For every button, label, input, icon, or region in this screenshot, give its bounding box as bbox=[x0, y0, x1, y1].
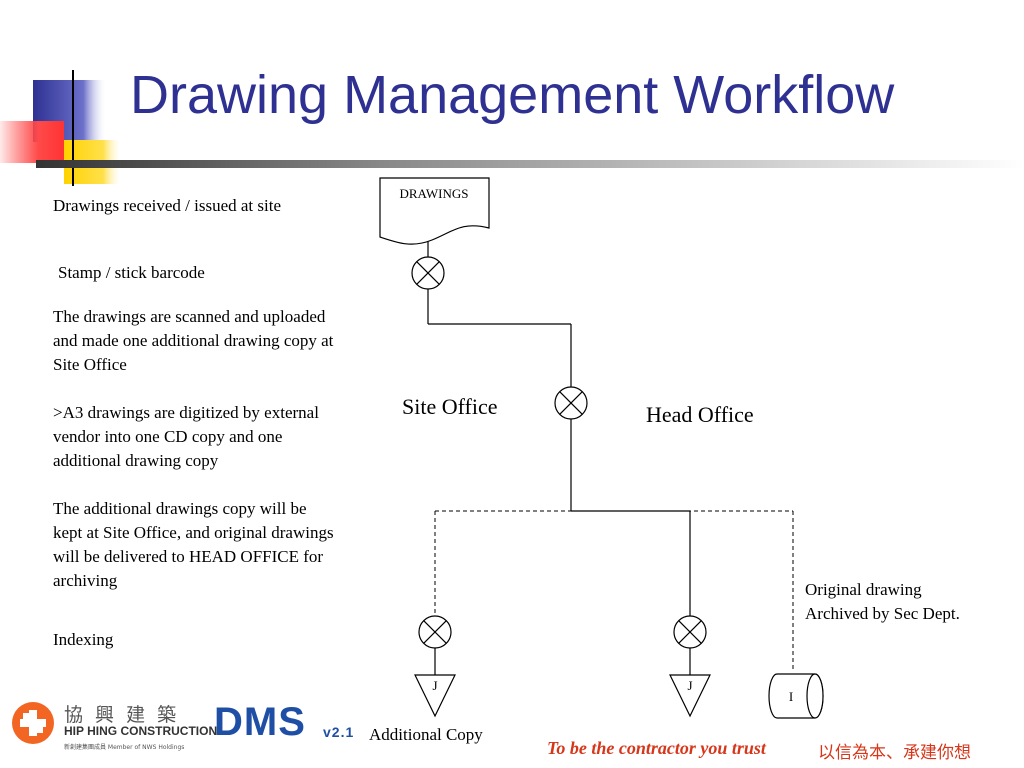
slogan-cn: 以信為本、承建你想 bbox=[818, 743, 971, 763]
company-logo-icon bbox=[12, 702, 54, 744]
step-received: Drawings received / issued at site bbox=[53, 196, 282, 215]
company-name-en: HIP HING CONSTRUCTION bbox=[64, 724, 218, 738]
process-node-stamp bbox=[411, 256, 445, 290]
process-node-scan bbox=[554, 386, 588, 420]
storage-label: I bbox=[789, 689, 793, 704]
site-office-label: Site Office bbox=[402, 394, 498, 419]
document-shape bbox=[379, 177, 490, 245]
product-logo: DMS bbox=[214, 700, 306, 744]
additional-copy-label: Additional Copy bbox=[369, 725, 483, 744]
title-underline bbox=[36, 160, 1024, 168]
document-label: DRAWINGS bbox=[399, 186, 468, 201]
file-node-left bbox=[414, 674, 456, 718]
file-label-right: J bbox=[687, 678, 692, 693]
file-label-left: J bbox=[432, 678, 437, 693]
step-digitized: >A3 drawings are digitized by external v… bbox=[53, 403, 319, 470]
process-node-index-left bbox=[418, 615, 452, 649]
step-delivered: The additional drawings copy will be kep… bbox=[53, 499, 334, 590]
archive-note-line: Original drawing bbox=[805, 580, 922, 599]
step-stamp: Stamp / stick barcode bbox=[58, 263, 205, 282]
step-scanned: The drawings are scanned and uploaded an… bbox=[53, 307, 334, 374]
file-node-right bbox=[669, 674, 711, 718]
storage-node bbox=[768, 673, 824, 719]
archive-note: Original drawing Archived by Sec Dept. bbox=[805, 578, 1015, 626]
company-name-cn: 協 興 建 築 bbox=[64, 704, 180, 726]
archive-note-line: Archived by Sec Dept. bbox=[805, 604, 960, 623]
slogan-en: To be the contractor you trust bbox=[547, 738, 766, 758]
deco-red-square bbox=[0, 121, 64, 163]
step-indexing: Indexing bbox=[53, 630, 114, 649]
process-node-index-right bbox=[673, 615, 707, 649]
head-office-label: Head Office bbox=[646, 402, 754, 427]
product-version: v2.1 bbox=[323, 724, 355, 740]
company-sub: 新創建集團成員 Member of NWS Holdings bbox=[64, 744, 185, 751]
page-title: Drawing Management Workflow bbox=[130, 65, 895, 125]
